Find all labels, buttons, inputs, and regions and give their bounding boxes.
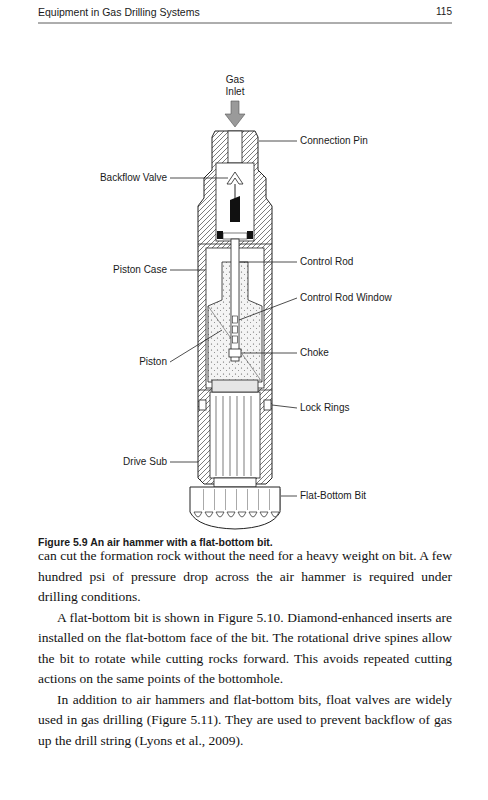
- seal: [247, 231, 253, 239]
- lock-ring: [264, 400, 271, 410]
- rod-window: [233, 336, 238, 343]
- piston-head: [212, 380, 258, 392]
- flat-bottom-bit: [190, 487, 280, 529]
- valve-stem: [235, 184, 236, 200]
- leader-line: [170, 462, 198, 463]
- leader-line: [170, 330, 222, 362]
- spline: [216, 396, 217, 476]
- spline: [244, 396, 245, 476]
- page-number: 115: [436, 6, 452, 18]
- part-label: Gas Inlet: [218, 74, 252, 98]
- bit-groove: [225, 489, 226, 510]
- bit-inserts: [194, 489, 281, 517]
- valve-seat: [223, 233, 247, 239]
- leader-line: [272, 405, 297, 408]
- part-label: Piston: [139, 356, 167, 368]
- bit-groove: [258, 489, 259, 510]
- leader-line: [281, 496, 297, 497]
- bit-groove: [203, 489, 204, 510]
- part-label: Backflow Valve: [100, 172, 167, 184]
- spline: [223, 396, 224, 476]
- seal: [217, 231, 223, 239]
- leader-line: [239, 298, 297, 320]
- header-rule: [38, 23, 452, 24]
- part-label: Control Rod: [300, 256, 353, 268]
- part-label: Flat-Bottom Bit: [300, 490, 366, 502]
- insert: [249, 512, 257, 517]
- body-text: can cut the formation rock without the n…: [38, 546, 452, 751]
- rod-window: [233, 316, 238, 323]
- valve-head: [227, 172, 243, 184]
- bit-groove: [280, 489, 281, 510]
- bit-groove: [236, 489, 237, 510]
- insert: [260, 512, 268, 517]
- rod-window: [233, 326, 238, 333]
- valve-chamber: [216, 163, 254, 241]
- bit-groove: [247, 489, 248, 510]
- insert: [216, 512, 224, 517]
- spline: [230, 396, 231, 476]
- leader-line: [170, 178, 228, 179]
- spline: [237, 396, 238, 476]
- insert: [238, 512, 246, 517]
- bit-groove: [214, 489, 215, 510]
- inlet-arrow: [225, 101, 245, 127]
- body-paragraph: can cut the formation rock without the n…: [38, 546, 452, 608]
- bit-groove: [269, 489, 270, 510]
- bit-shank: [214, 478, 256, 487]
- body-paragraph: In addition to air hammers and flat-bott…: [38, 690, 452, 752]
- part-label: Piston Case: [113, 264, 167, 276]
- spline: [251, 396, 252, 476]
- part-label: Control Rod Window: [300, 292, 392, 304]
- leader-line: [242, 353, 297, 354]
- figure-caption: Figure 5.9 An air hammer with a flat-bot…: [38, 536, 273, 548]
- leader-line: [240, 262, 297, 263]
- drive-splines: [216, 396, 251, 476]
- drive-sub-cavity: [210, 392, 260, 478]
- insert: [194, 512, 202, 517]
- insert: [227, 512, 235, 517]
- part-label: Choke: [300, 347, 329, 359]
- leader-line: [170, 270, 205, 271]
- inlet-bore: [228, 131, 242, 163]
- control-rod: [231, 239, 239, 361]
- leader-lines: [170, 141, 297, 496]
- part-label: Drive Sub: [123, 456, 167, 468]
- part-label: Lock Rings: [300, 402, 349, 414]
- valve-body: [230, 196, 240, 222]
- choke: [229, 349, 241, 357]
- housing: [198, 131, 272, 484]
- part-label: Connection Pin: [300, 135, 368, 147]
- insert: [271, 512, 279, 517]
- insert: [205, 512, 213, 517]
- body-paragraph: A flat-bottom bit is shown in Figure 5.1…: [38, 608, 452, 690]
- running-header: Equipment in Gas Drilling Systems: [38, 6, 200, 18]
- lock-ring: [199, 400, 206, 410]
- leader-line: [259, 141, 297, 142]
